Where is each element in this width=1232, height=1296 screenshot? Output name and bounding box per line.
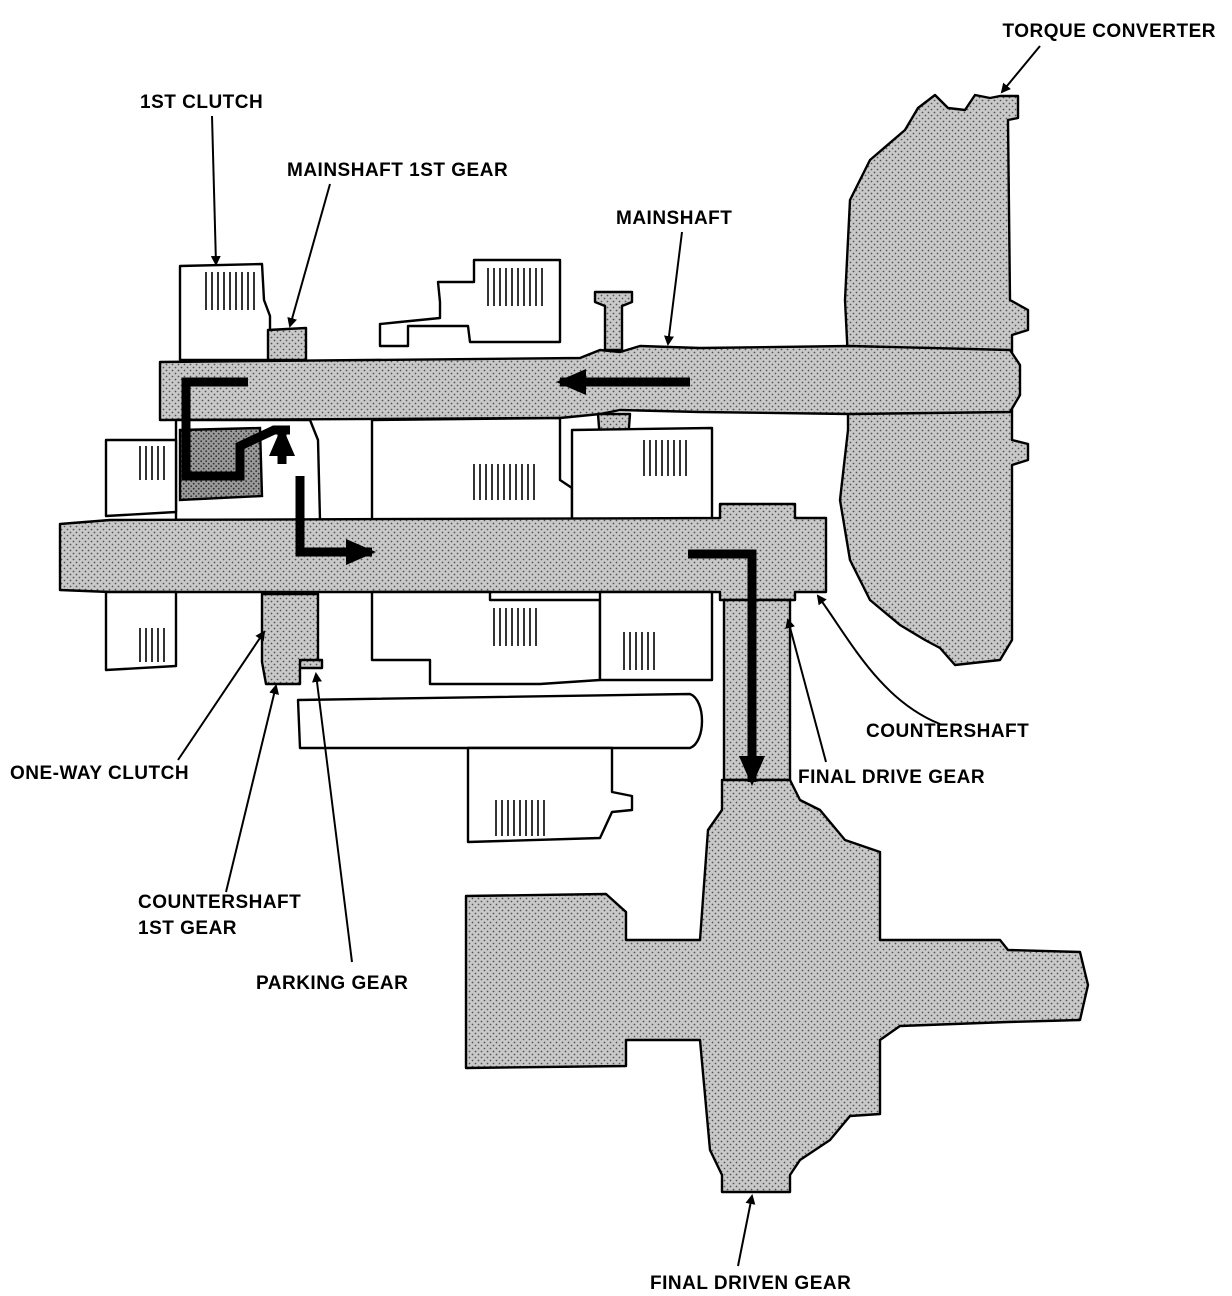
label-one-way-clutch: ONE-WAY CLUTCH	[10, 763, 189, 784]
right-upper-plates	[643, 440, 687, 476]
countershaft-upper-gear	[104, 438, 178, 518]
countershaft-upper-plates	[139, 446, 165, 480]
middle-lower-plates	[493, 608, 537, 646]
leader-torque-converter	[1000, 45, 1041, 94]
right-lower-plates	[623, 632, 655, 670]
label-first-clutch: 1ST CLUTCH	[140, 92, 263, 113]
flow-arrow-countershaft	[295, 476, 376, 565]
mainshaft-middle-gear	[593, 290, 634, 352]
label-parking-gear: PARKING GEAR	[256, 973, 408, 994]
label-countershaft-first-gear-line1: COUNTERSHAFT	[138, 892, 301, 913]
countershaft-lower-gear	[104, 590, 178, 672]
label-countershaft: COUNTERSHAFT	[866, 721, 1029, 742]
right-lower-cluster	[598, 590, 714, 682]
leader-one-way-clutch	[177, 630, 266, 761]
label-final-driven-gear: FINAL DRIVEN GEAR	[650, 1273, 851, 1294]
secondary-shaft-clutch-plates	[495, 800, 545, 836]
leader-first-clutch	[210, 115, 221, 266]
leader-final-driven-gear	[737, 1194, 756, 1267]
secondary-shaft-clutch	[466, 746, 634, 844]
leader-countershaft-first-gear	[225, 684, 279, 893]
label-mainshaft-first-gear: MAINSHAFT 1ST GEAR	[287, 160, 508, 181]
leader-parking-gear	[312, 672, 353, 963]
upper-middle-clutch	[378, 258, 562, 348]
countershaft-body	[58, 502, 828, 602]
first-clutch-plates	[205, 272, 255, 310]
flow-arrow-final-drive	[688, 549, 765, 786]
middle-lower-cluster	[370, 590, 602, 686]
countershaft-lower-plates	[139, 628, 165, 662]
leader-mainshaft	[664, 231, 683, 346]
leader-final-drive-gear	[785, 618, 827, 763]
label-final-drive-gear: FINAL DRIVE GEAR	[798, 767, 985, 788]
middle-upper-cluster	[370, 416, 574, 522]
mainshaft-first-gear-body	[266, 326, 308, 362]
final-drive-gear-body	[722, 598, 792, 782]
leader-countershaft	[816, 594, 941, 725]
first-clutch-drum	[178, 262, 272, 362]
leader-mainshaft-first-gear	[287, 183, 331, 328]
secondary-shaft	[296, 692, 704, 750]
middle-upper-plates	[473, 464, 535, 500]
countershaft-first-gear-body	[260, 592, 320, 686]
label-mainshaft: MAINSHAFT	[616, 208, 732, 229]
differential-housing	[464, 778, 1090, 1194]
label-torque-converter: TORQUE CONVERTER	[1002, 21, 1216, 42]
upper-middle-clutch-plates	[487, 268, 543, 306]
parking-gear-body	[298, 658, 324, 670]
label-countershaft-first-gear-line2: 1ST GEAR	[138, 918, 237, 939]
right-upper-cluster	[570, 426, 714, 522]
